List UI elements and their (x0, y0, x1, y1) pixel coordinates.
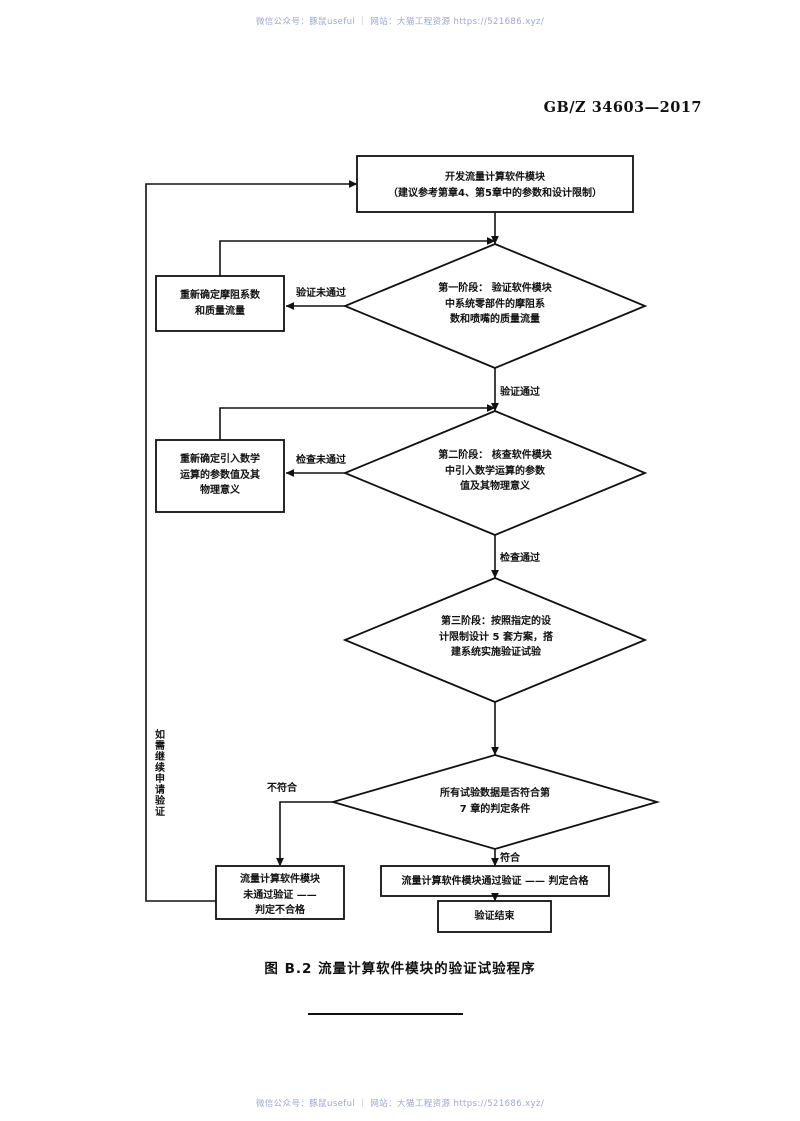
node-rework2-line1: 重新确定引入数学 (180, 454, 260, 465)
node-rework1-line1: 重新确定摩阻系数 (180, 290, 260, 301)
edge-label-decision-fail: 不符合 (267, 783, 297, 794)
node-rework2-line2: 运算的参数值及其 (180, 469, 260, 481)
node-pass-line1: 流量计算软件模块通过验证 —— 判定合格 (401, 876, 589, 887)
node-develop-line1: 开发流量计算软件模块 (445, 172, 545, 183)
node-end-shape (437, 900, 552, 933)
edge-label-decision-pass: 符合 (500, 853, 520, 864)
node-stage3-line2: 计限制设计 5 套方案，搭 (439, 631, 553, 643)
watermark-top: 微信公众号：豚鼠useful ｜ 网站：大猫工程资源 https://52168… (255, 17, 545, 27)
node-stage2-line2: 中引入数学运算的参数 (445, 465, 545, 477)
caption-divider-rule (308, 1013, 463, 1015)
node-stage3-line3: 建系统实施验证试验 (451, 647, 541, 658)
node-stage3-line1: 第三阶段：按照指定的设 (441, 616, 551, 627)
node-stage1-line1: 第一阶段： 验证软件模块 (438, 283, 552, 294)
figure-caption: 图 B.2 流量计算软件模块的验证试验程序 (264, 961, 536, 977)
node-fail-shape (215, 865, 345, 920)
edge-label-stage1-pass: 验证通过 (500, 387, 540, 398)
node-decision-label: 所有试验数据是否符合第 7 章的判定条件 (383, 786, 607, 817)
node-stage2-line1: 第二阶段： 核查软件模块 (438, 450, 552, 461)
node-rework2-label: 重新确定引入数学 运算的参数值及其 物理意义 (156, 452, 284, 499)
node-stage2-line3: 值及其物理意义 (460, 481, 530, 492)
edge-label-stage1-fail: 验证未通过 (296, 288, 346, 299)
node-decision-line2: 7 章的判定条件 (459, 803, 531, 815)
edge-label-reapply: 如需继续申请验证 (152, 729, 164, 817)
edge-label-stage2-fail: 检查未通过 (296, 455, 346, 466)
edge-rework1-back-to-stage1 (219, 237, 496, 276)
node-rework1-line2: 和质量流量 (195, 305, 245, 317)
node-end-label: 验证结束 (438, 909, 551, 925)
node-fail-label: 流量计算软件模块 未通过验证 —— 判定不合格 (216, 872, 344, 919)
node-stage1-label: 第一阶段： 验证软件模块 中系统零部件的摩阻系 数和喷嘴的质量流量 (395, 281, 595, 328)
node-fail-line2: 未通过验证 —— (243, 889, 317, 901)
node-pass-label: 流量计算软件模块通过验证 —— 判定合格 (381, 874, 609, 890)
node-stage1-line2: 中系统零部件的摩阻系 (445, 298, 545, 310)
node-stage2-label: 第二阶段： 核查软件模块 中引入数学运算的参数 值及其物理意义 (395, 448, 595, 495)
edge-decision-fail-to-failbox (276, 801, 333, 867)
watermark-bottom: 微信公众号：豚鼠useful ｜ 网站：大猫工程资源 https://52168… (255, 1099, 545, 1109)
node-decision-line1: 所有试验数据是否符合第 (440, 788, 550, 799)
standard-number: GB/Z 34603—2017 (543, 99, 702, 116)
node-stage3-label: 第三阶段：按照指定的设 计限制设计 5 套方案，搭 建系统实施验证试验 (398, 614, 594, 661)
node-pass-shape (380, 865, 610, 897)
node-stage1-line3: 数和喷嘴的质量流量 (450, 314, 540, 325)
node-develop-label: 开发流量计算软件模块 （建议参考第章4、第5章中的参数和设计限制） (357, 170, 633, 201)
edge-rework2-back-to-stage2 (219, 404, 496, 440)
edge-label-stage2-pass: 检查通过 (500, 553, 540, 564)
node-develop-line2: （建议参考第章4、第5章中的参数和设计限制） (388, 187, 602, 199)
node-rework1-label: 重新确定摩阻系数 和质量流量 (156, 288, 284, 319)
node-end-line1: 验证结束 (474, 911, 515, 922)
edge-failbox-reapply-to-develop (145, 180, 358, 902)
node-rework2-line3: 物理意义 (200, 485, 240, 496)
node-rework2-shape (155, 439, 285, 513)
node-fail-line3: 判定不合格 (255, 905, 305, 916)
node-fail-line1: 流量计算软件模块 (240, 874, 320, 885)
